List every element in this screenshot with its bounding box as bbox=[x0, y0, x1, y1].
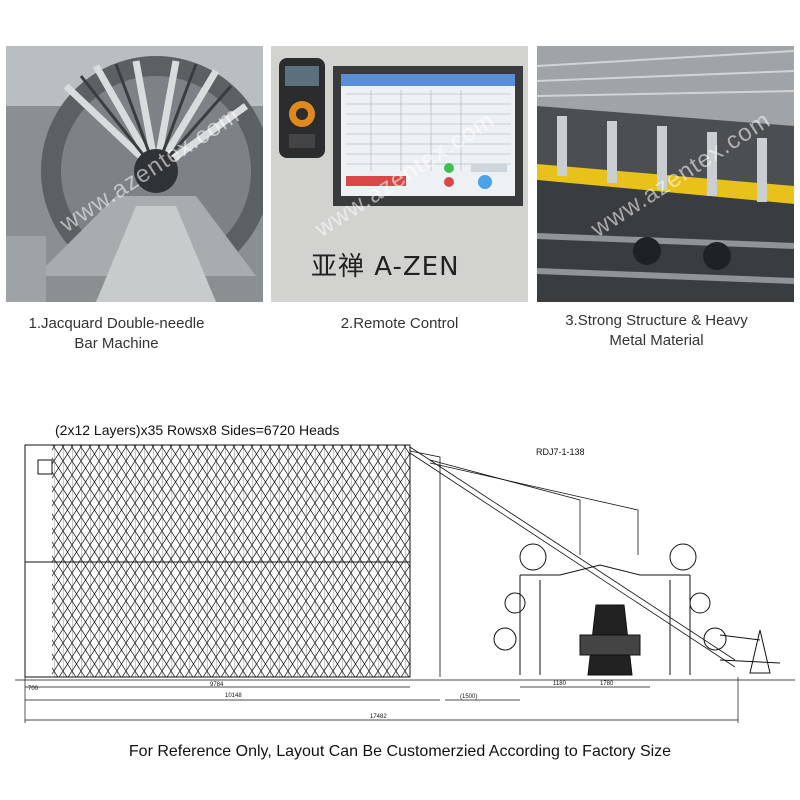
machine-structure-image bbox=[537, 46, 794, 302]
brand-logo: 亚禅 A-ZEN bbox=[311, 252, 460, 282]
footer-note: For Reference Only, Layout Can Be Custom… bbox=[128, 743, 672, 760]
remote-control-image bbox=[271, 46, 528, 302]
dim-9784: 9784 bbox=[210, 682, 224, 688]
caption-jacquard: 1.Jacquard Double-needle Bar Machine bbox=[28, 315, 205, 352]
caption-structure: 3.Strong Structure & Heavy Metal Materia… bbox=[565, 312, 748, 349]
dim-1500: (1500) bbox=[460, 694, 477, 700]
dim-1780: 1780 bbox=[600, 681, 614, 687]
creel-lattice bbox=[52, 445, 410, 677]
dim-700: 700 bbox=[28, 686, 39, 692]
model-label: RDJ7-1-138 bbox=[536, 447, 585, 457]
dim-17482: 17482 bbox=[370, 714, 387, 720]
knitting-machine bbox=[493, 543, 781, 676]
jacquard-machine-image bbox=[6, 46, 263, 302]
dim-10148: 10148 bbox=[225, 693, 242, 699]
yarn-guide-lines bbox=[409, 446, 736, 677]
caption-remote-control: 2.Remote Control bbox=[340, 315, 459, 332]
heads-label: (2x12 Layers)x35 Rowsx8 Sides=6720 Heads bbox=[55, 422, 339, 438]
dim-1180: 1180 bbox=[553, 681, 567, 687]
photo-machine-structure: www.azentex.com bbox=[537, 46, 794, 302]
layout-drawing: (2x12 Layers)x35 Rowsx8 Sides=6720 Heads… bbox=[15, 422, 795, 723]
dimension-lines bbox=[15, 677, 795, 723]
photo-remote-control: www.azentex.com 亚禅 A-ZEN bbox=[271, 46, 528, 302]
photo-jacquard-machine: www.azentex.com bbox=[6, 46, 263, 302]
